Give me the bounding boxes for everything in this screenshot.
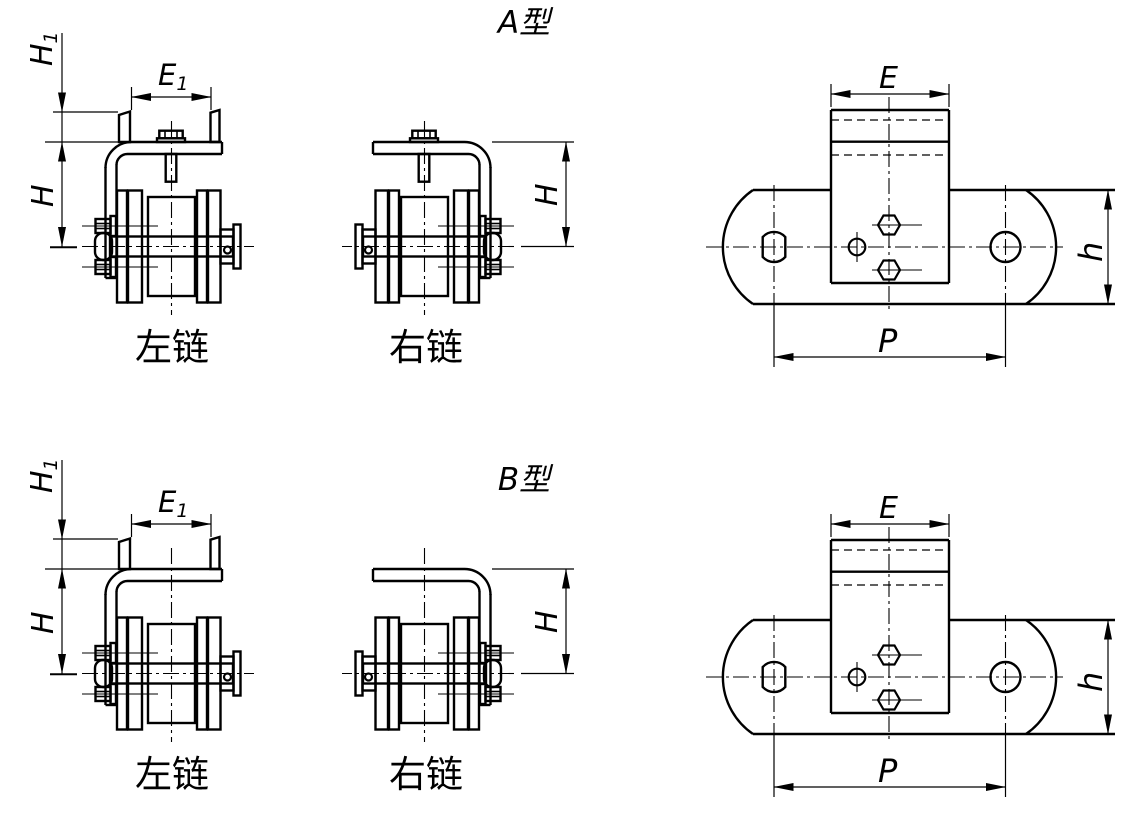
left-chain-view-b bbox=[45, 460, 256, 744]
dim-label-h1-b: H1 bbox=[25, 458, 62, 493]
type-b-views: B型 左链 右链 H1 H E1 H E h P bbox=[25, 458, 1115, 797]
dim-label-e-a: E bbox=[879, 61, 898, 96]
top-view-a bbox=[706, 84, 1115, 367]
dim-label-h-plate-a: h bbox=[1072, 242, 1110, 262]
dim-label-h-plate-b: h bbox=[1072, 672, 1110, 692]
dim-label-h1-a: H1 bbox=[25, 31, 62, 66]
type-a-views: A型 左链 右链 H1 H E1 H E h P bbox=[25, 5, 1115, 369]
dim-label-h-right-b: H bbox=[530, 610, 565, 633]
dim-label-e-b: E bbox=[879, 491, 898, 526]
dim-label-e1-a: E1 bbox=[158, 58, 188, 95]
label-right-chain-a: 右链 bbox=[389, 326, 463, 369]
dim-label-h-left-a: H bbox=[26, 184, 61, 207]
right-chain-view-a bbox=[340, 119, 574, 317]
label-right-chain-b: 右链 bbox=[389, 753, 463, 796]
type-b-title: B型 bbox=[498, 462, 554, 498]
dim-label-h-right-a: H bbox=[530, 183, 565, 206]
left-chain-view-a bbox=[45, 33, 256, 317]
dim-label-p-a: P bbox=[878, 322, 898, 360]
top-view-b bbox=[706, 514, 1115, 797]
dim-label-h-left-b: H bbox=[26, 611, 61, 634]
type-a-title: A型 bbox=[496, 5, 554, 41]
right-chain-view-b bbox=[340, 546, 574, 744]
label-left-chain-b: 左链 bbox=[135, 753, 209, 796]
dim-label-p-b: P bbox=[878, 752, 898, 790]
dim-label-e1-b: E1 bbox=[158, 485, 188, 522]
label-left-chain-a: 左链 bbox=[135, 326, 209, 369]
